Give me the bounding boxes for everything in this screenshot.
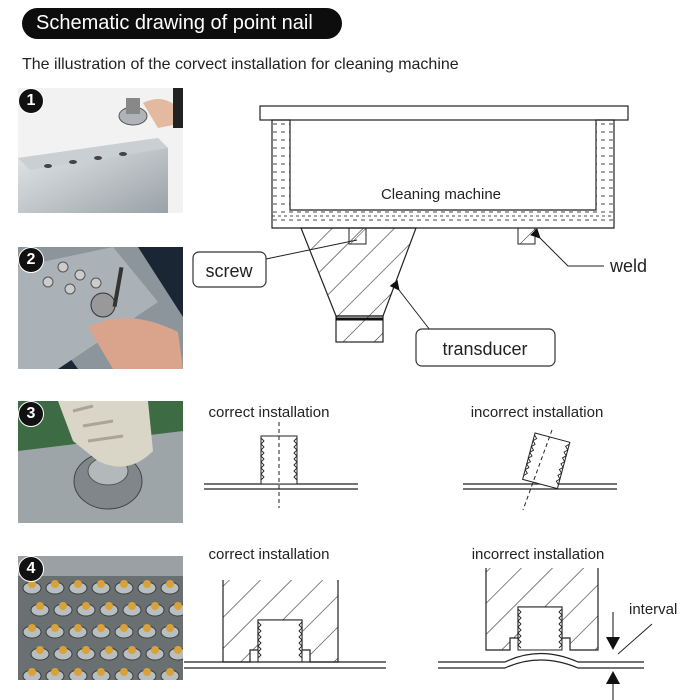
screw-callout <box>192 251 267 288</box>
nail-head <box>97 580 105 588</box>
section4-correct-block <box>184 580 386 669</box>
subtitle: The illustration of the corvect installa… <box>22 56 459 73</box>
screw-leader <box>265 239 358 260</box>
nail-head <box>120 624 128 632</box>
nail-head <box>74 668 82 676</box>
nail-head <box>28 580 36 588</box>
step-3-number: 3 <box>18 401 44 427</box>
section4-correct-label: correct installation <box>209 546 330 563</box>
nail-head <box>74 624 82 632</box>
nail-head <box>74 580 82 588</box>
weld-leader <box>530 228 604 267</box>
step-1-number: 1 <box>18 88 44 114</box>
nail-head <box>82 646 90 654</box>
machine-wall <box>271 119 615 229</box>
nail-head <box>28 624 36 632</box>
machine-label: Cleaning machine <box>381 186 501 203</box>
nail-head <box>174 646 182 654</box>
nail-head <box>105 602 113 610</box>
screw-shape <box>348 227 367 245</box>
transducer-callout <box>415 328 556 367</box>
nail-head <box>28 668 36 676</box>
weld-shape <box>517 227 536 245</box>
step-4-number: 4 <box>18 556 44 582</box>
cleaning-machine: Cleaning machine <box>259 105 629 229</box>
nail-head <box>166 624 174 632</box>
section4-incorrect-block <box>438 568 644 669</box>
step-1-photo: 1 <box>18 88 183 213</box>
nail-head <box>143 668 151 676</box>
nail-head <box>120 580 128 588</box>
nail-head <box>82 602 90 610</box>
axis-line-tilted <box>522 429 553 511</box>
section3-incorrect-screw <box>463 429 617 511</box>
step-2-photo-image <box>18 247 183 369</box>
nail-head <box>151 646 159 654</box>
nail-head <box>36 646 44 654</box>
nail-head <box>97 624 105 632</box>
step-2-number: 2 <box>18 247 44 273</box>
section3-correct-screw <box>204 422 358 508</box>
transducer <box>300 227 536 343</box>
nail-head <box>51 580 59 588</box>
nail-head <box>166 668 174 676</box>
machine-rim <box>259 105 629 121</box>
nail-head <box>59 602 67 610</box>
nail-head <box>128 602 136 610</box>
screw-label: screw <box>205 261 253 281</box>
title-banner: Schematic drawing of point nail <box>22 8 342 39</box>
nail-head <box>120 668 128 676</box>
weld-label: weld <box>609 256 647 276</box>
nail-head <box>51 624 59 632</box>
nail-head <box>166 580 174 588</box>
nail-head <box>51 668 59 676</box>
transducer-label: transducer <box>442 339 527 359</box>
nail-head <box>97 668 105 676</box>
nail-head <box>105 646 113 654</box>
nail-head <box>151 602 159 610</box>
nail-head <box>36 602 44 610</box>
nail-head <box>59 646 67 654</box>
section4-incorrect-label: incorrect installation <box>472 546 605 563</box>
interval-label: interval <box>629 601 677 618</box>
nail-head <box>174 602 182 610</box>
step-3-photo: 3 <box>18 401 183 523</box>
step-4-photo-image <box>18 556 183 680</box>
section3-incorrect-label: incorrect installation <box>471 404 604 421</box>
step-3-photo-image <box>18 401 183 523</box>
step-1-photo-image <box>18 88 183 213</box>
step-4-photo: 4 <box>18 556 183 680</box>
section3-correct-label: correct installation <box>209 404 330 421</box>
nail-head <box>128 646 136 654</box>
interval-indicator: interval <box>606 601 677 700</box>
nail-head <box>143 624 151 632</box>
step-2-photo: 2 <box>18 247 183 369</box>
transducer-leader <box>389 279 431 331</box>
nail-head <box>143 580 151 588</box>
